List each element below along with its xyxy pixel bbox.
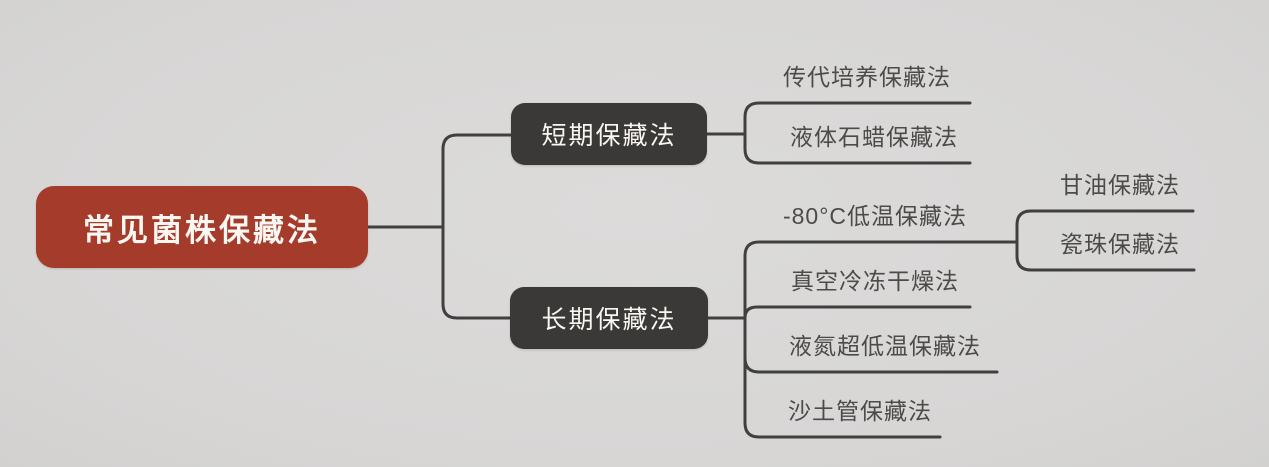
connector-minus80-to-glycerol: [1015, 209, 1195, 244]
branch-long-term-label: 长期保藏法: [541, 306, 677, 334]
connector-longterm-to-sandtube: [743, 316, 942, 439]
connector-root-to-shortterm: [441, 133, 513, 229]
leaf-sand-tube-preservation[interactable]: 沙土管保藏法: [788, 398, 932, 424]
leaf-minus80c-low-temp-preservation[interactable]: -80°C低温保藏法: [782, 203, 968, 229]
connector-minus80-to-ceramicbead: [1015, 240, 1196, 272]
leaf-subculture-preservation[interactable]: 传代培养保藏法: [783, 64, 951, 90]
branch-short-term-label: 短期保藏法: [541, 122, 677, 150]
branch-short-term[interactable]: 短期保藏法: [511, 103, 707, 165]
connector-shortterm-to-paraffin: [743, 132, 972, 165]
connector-root-to-longterm: [441, 225, 512, 320]
connector-longterm-to-freezedry: [743, 305, 972, 320]
branch-long-term[interactable]: 长期保藏法: [510, 287, 708, 349]
leaf-liquid-nitrogen-preservation[interactable]: 液氮超低温保藏法: [789, 333, 981, 359]
connector-shortterm-to-subculture: [705, 101, 972, 136]
leaf-liquid-paraffin-preservation[interactable]: 液体石蜡保藏法: [790, 124, 958, 150]
leaf-glycerol-preservation[interactable]: 甘油保藏法: [1060, 172, 1180, 198]
leaf-vacuum-freeze-drying[interactable]: 真空冷冻干燥法: [791, 268, 959, 294]
root-topic[interactable]: 常见菌株保藏法: [36, 186, 368, 268]
leaf-ceramic-bead-preservation[interactable]: 瓷珠保藏法: [1060, 231, 1180, 257]
root-topic-label: 常见菌株保藏法: [83, 212, 321, 248]
connector-longterm-to-minus80: [706, 240, 1019, 320]
